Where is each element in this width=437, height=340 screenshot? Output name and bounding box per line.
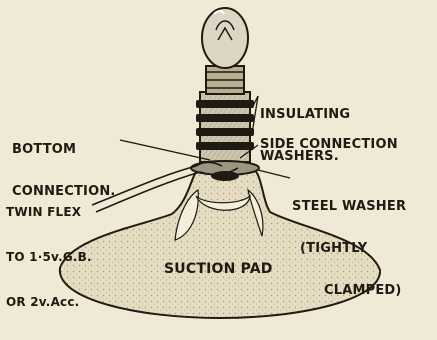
bulb bbox=[202, 8, 248, 94]
label-line: WASHERS. bbox=[260, 150, 350, 164]
insulating-washer bbox=[196, 142, 254, 150]
label-line: (TIGHTLY bbox=[292, 242, 406, 256]
label-line: OR 2v.Acc. bbox=[6, 295, 92, 310]
label-line: TO 1·5v.G.B. bbox=[6, 250, 92, 265]
label-line: BOTTOM bbox=[12, 143, 116, 157]
lamp-holder bbox=[191, 92, 259, 181]
label-line: INSULATING bbox=[260, 108, 350, 122]
diagram: INSULATING WASHERS. BOTTOM CONNECTION. S… bbox=[0, 0, 437, 326]
twin-flex-label: TWIN FLEX TO 1·5v.G.B. OR 2v.Acc. bbox=[6, 175, 92, 340]
steel-washer-label: STEEL WASHER (TIGHTLY CLAMPED) bbox=[292, 172, 406, 326]
insulating-washer bbox=[196, 114, 254, 122]
suction-pad-label: SUCTION PAD bbox=[164, 262, 273, 276]
label-line: CLAMPED) bbox=[292, 284, 406, 298]
label-line: STEEL WASHER bbox=[292, 200, 406, 214]
insulating-washer bbox=[196, 100, 254, 108]
side-connection-label: SIDE CONNECTION bbox=[260, 138, 398, 152]
label-line: TWIN FLEX bbox=[6, 205, 92, 220]
insulating-washer bbox=[196, 128, 254, 136]
